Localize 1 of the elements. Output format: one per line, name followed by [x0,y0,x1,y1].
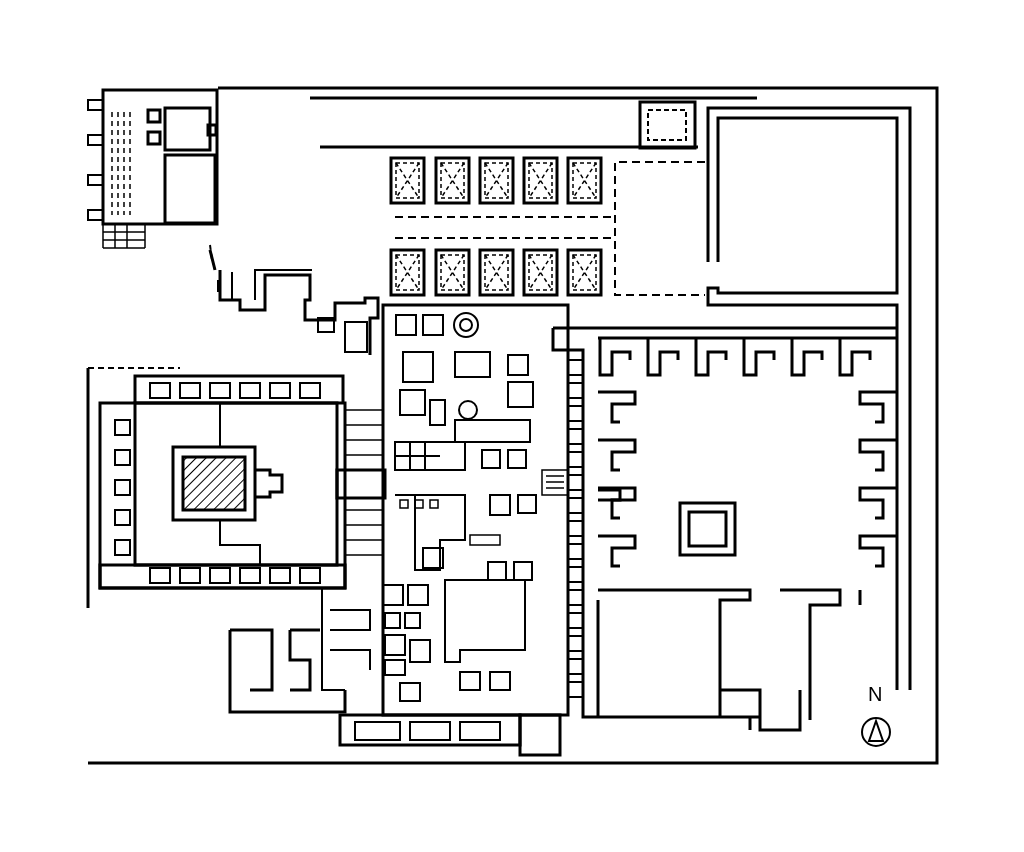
north-label: N [868,684,883,704]
